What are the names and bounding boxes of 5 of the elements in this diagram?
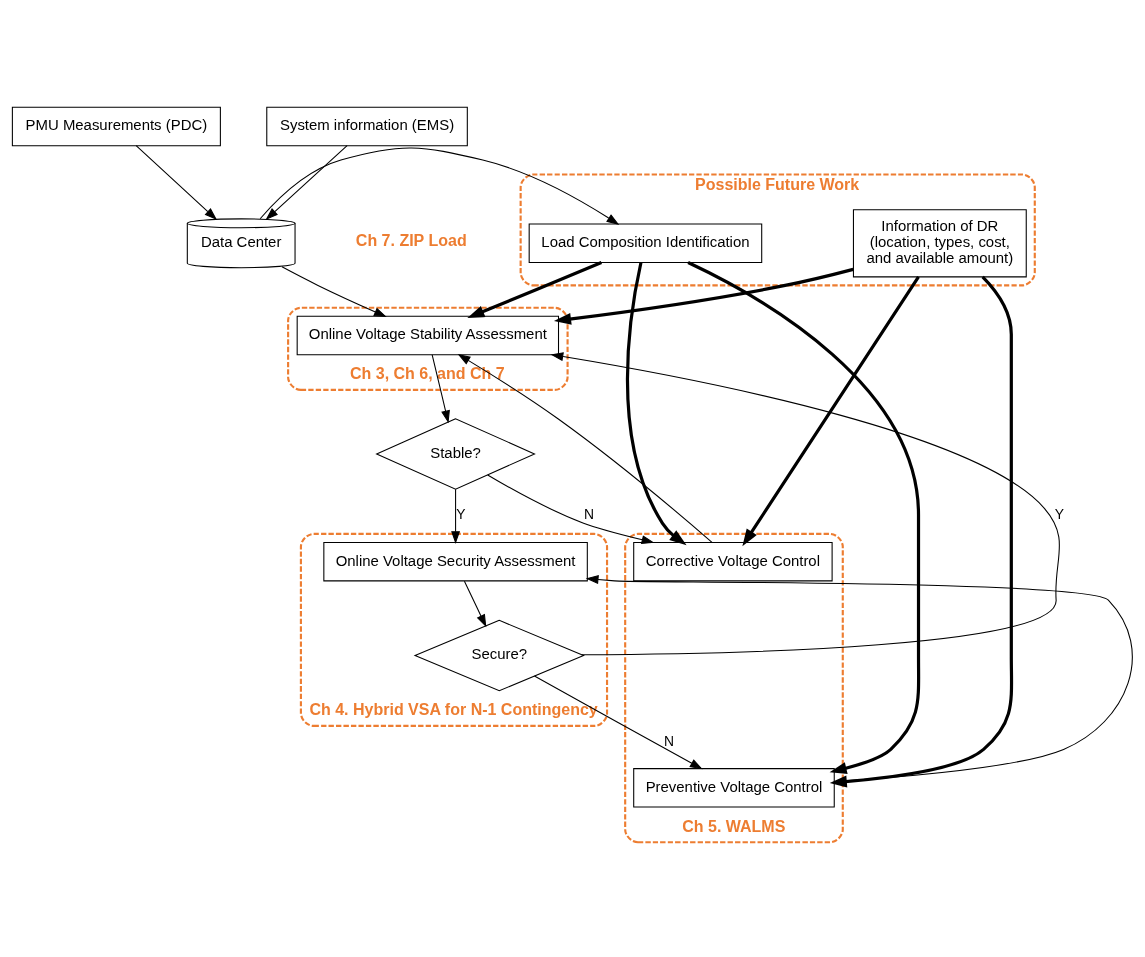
edge-label: N	[583, 505, 594, 522]
edge-label: Y	[456, 505, 466, 522]
edge-label: Y	[1054, 505, 1064, 522]
label: Ch 7. ZIP Load	[355, 231, 467, 249]
edge-label: N	[663, 732, 674, 749]
